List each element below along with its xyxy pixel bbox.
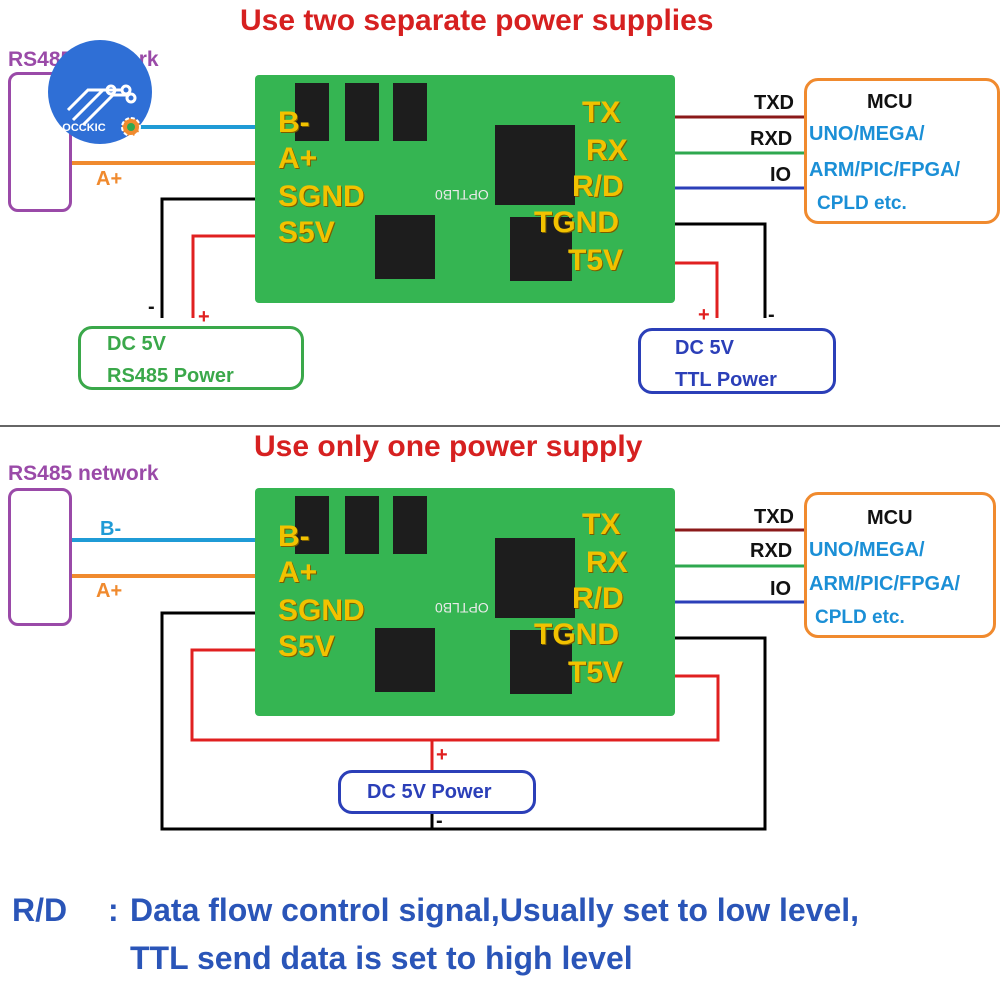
pin-a-plus: A+ xyxy=(278,142,318,175)
pin-rx: RX xyxy=(586,546,628,579)
circuit-logo-icon xyxy=(66,84,137,127)
wire-sgnd xyxy=(160,197,268,318)
pin-b-minus: B- xyxy=(278,520,310,553)
chip-ic2 xyxy=(510,630,572,694)
chip-d2 xyxy=(345,496,379,554)
psu-ttl-line1: DC 5V xyxy=(675,337,734,359)
pin-tgnd: TGND xyxy=(534,618,619,651)
pin-tgnd: TGND xyxy=(534,206,619,239)
psu-ttl-line2: TTL Power xyxy=(675,369,777,391)
chip-d1 xyxy=(295,496,329,554)
mcu-box-bottom: MCU UNO/MEGA/ ARM/PIC/FPGA/ CPLD etc. xyxy=(804,492,996,638)
chip-regulator xyxy=(495,538,575,618)
pin-tx: TX xyxy=(582,96,621,129)
bottom-title: Use only one power supply xyxy=(254,430,643,463)
mcu-line-1: UNO/MEGA/ xyxy=(809,123,925,145)
pin-sgnd: SGND xyxy=(278,594,365,627)
pin-sgnd: SGND xyxy=(278,180,365,213)
signal-rxd: RXD xyxy=(750,128,793,150)
signal-txd: TXD xyxy=(754,506,794,528)
psu-right-plus: + xyxy=(698,304,710,326)
wire-sgnd xyxy=(160,611,767,831)
wire-b-label: B- xyxy=(100,518,122,540)
chip-ic2 xyxy=(510,217,572,281)
rs485-network-box xyxy=(8,488,72,626)
psu-minus-sign: - xyxy=(436,810,443,832)
signal-rxd: RXD xyxy=(750,540,793,562)
signal-io: IO xyxy=(770,164,792,186)
mcu-line-2: ARM/PIC/FPGA/ xyxy=(809,159,961,181)
mcu-box-top: MCU UNO/MEGA/ ARM/PIC/FPGA/ CPLD etc. xyxy=(804,78,1000,224)
brand-logo: OCCKIC xyxy=(48,40,152,144)
bottom-wiring xyxy=(70,528,806,831)
mcu-title: MCU xyxy=(867,91,913,113)
pin-a-plus: A+ xyxy=(278,556,318,589)
pin-tx: TX xyxy=(582,508,621,541)
chip-regulator xyxy=(495,125,575,205)
converter-board-top: OPTLB0 xyxy=(255,75,675,303)
pin-rd: R/D xyxy=(572,170,624,203)
converter-board-bottom: OPTLB0 xyxy=(255,488,675,716)
top-title: Use two separate power supplies xyxy=(240,4,714,37)
pin-t5v: T5V xyxy=(568,244,624,277)
rs485-network-label: RS485 network xyxy=(8,462,159,485)
chip-d2 xyxy=(345,83,379,141)
wire-s5v xyxy=(191,234,268,318)
pin-b-minus: B- xyxy=(278,106,310,139)
psu-single-box: DC 5V Power xyxy=(338,770,536,814)
chip-d3 xyxy=(393,496,427,554)
pin-rx: RX xyxy=(586,134,628,167)
wire-tgnd xyxy=(655,222,767,318)
board-marking: OPTLB0 xyxy=(435,600,489,616)
gear-icon xyxy=(121,117,141,137)
note-colon: : xyxy=(108,892,119,928)
psu-left-plus: + xyxy=(198,306,210,328)
logo-text: OCCKIC xyxy=(62,122,106,134)
psu-ttl-box: DC 5V TTL Power xyxy=(638,328,836,394)
mcu-line-3: CPLD etc. xyxy=(815,607,905,628)
mcu-line-1: UNO/MEGA/ xyxy=(809,539,925,561)
chip-ic1 xyxy=(375,215,435,279)
board-marking: OPTLB0 xyxy=(435,187,489,203)
note-term: R/D xyxy=(12,892,68,928)
mcu-title: MCU xyxy=(867,507,913,529)
psu-rs485-box: DC 5V RS485 Power xyxy=(78,326,304,390)
mcu-line-3: CPLD etc. xyxy=(817,193,907,214)
mcu-line-2: ARM/PIC/FPGA/ xyxy=(809,573,961,595)
chip-d1 xyxy=(295,83,329,141)
chip-ic1 xyxy=(375,628,435,692)
psu-left-minus: - xyxy=(148,296,155,318)
psu-rs485-line2: RS485 Power xyxy=(107,365,234,387)
wire-a-label: A+ xyxy=(96,168,123,190)
psu-right-minus: - xyxy=(768,304,775,326)
wire-a-label: A+ xyxy=(96,580,123,602)
chip-d3 xyxy=(393,83,427,141)
pin-s5v: S5V xyxy=(278,216,335,249)
wire-s5v xyxy=(190,648,720,742)
wire-t5v xyxy=(655,261,719,318)
psu-single-label: DC 5V Power xyxy=(367,781,492,803)
note-line-2: TTL send data is set to high level xyxy=(130,940,633,976)
signal-txd: TXD xyxy=(754,92,794,114)
psu-rs485-line1: DC 5V xyxy=(107,333,166,355)
psu-plus-sign: + xyxy=(436,744,448,766)
pin-rd: R/D xyxy=(572,582,624,615)
note-line-1: Data flow control signal,Usually set to … xyxy=(130,892,860,928)
signal-io: IO xyxy=(770,578,792,600)
pin-t5v: T5V xyxy=(568,656,624,689)
pin-s5v: S5V xyxy=(278,630,335,663)
